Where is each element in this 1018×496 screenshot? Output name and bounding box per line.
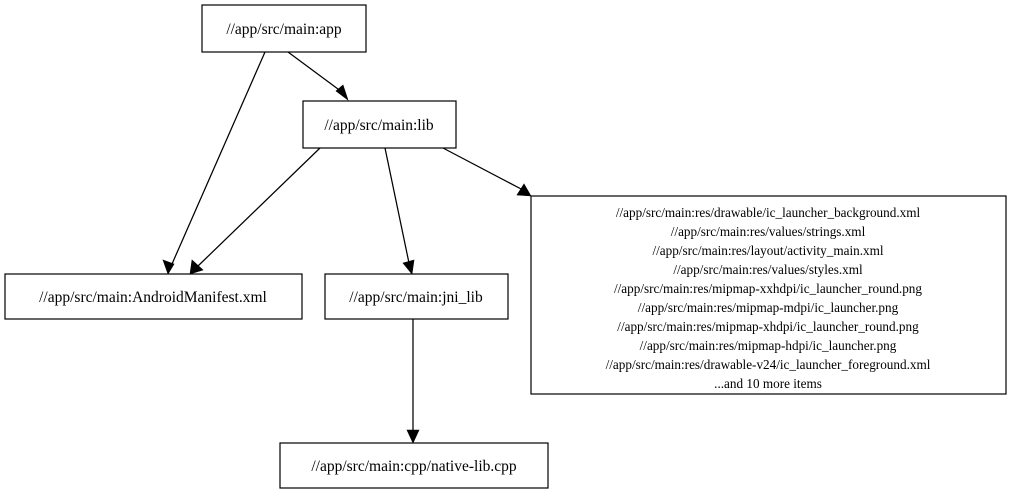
node-resources-box[interactable] xyxy=(530,195,1007,395)
edge-line xyxy=(171,51,266,265)
node-app[interactable]: //app/src/main:app xyxy=(201,4,367,53)
node-lib-label: //app/src/main:lib xyxy=(324,117,434,134)
node-lib[interactable]: //app/src/main:lib xyxy=(302,100,457,149)
node-app-box[interactable] xyxy=(201,4,367,53)
edge-lib-to-jni-lib xyxy=(384,147,415,275)
node-android-manifest[interactable]: //app/src/main:AndroidManifest.xml xyxy=(4,273,303,320)
node-native-lib-cpp-label: //app/src/main:cpp/native-lib.cpp xyxy=(311,458,517,475)
edge-line xyxy=(287,51,343,93)
node-jni-lib-label: //app/src/main:jni_lib xyxy=(349,289,483,306)
resources-line-9: //app/src/main:res/drawable-v24/ic_launc… xyxy=(606,357,931,372)
edge-lib-to-resources xyxy=(442,147,532,197)
resources-line-5: //app/src/main:res/mipmap-xxhdpi/ic_laun… xyxy=(614,281,922,296)
edge-line xyxy=(384,147,410,264)
edge-app-to-lib xyxy=(287,51,349,101)
node-native-lib-cpp-box[interactable] xyxy=(279,442,549,489)
node-resources[interactable]: //app/src/main:res/drawable/ic_launcher_… xyxy=(530,195,1007,395)
edge-line xyxy=(197,147,321,267)
edge-lib-to-manifest xyxy=(189,147,321,275)
resources-line-8: //app/src/main:res/mipmap-hdpi/ic_launch… xyxy=(640,338,897,353)
arrowhead-icon xyxy=(162,259,175,275)
edge-app-to-manifest xyxy=(162,51,266,275)
node-jni-lib[interactable]: //app/src/main:jni_lib xyxy=(324,273,509,320)
arrowhead-icon xyxy=(402,259,415,275)
resources-line-3: //app/src/main:res/layout/activity_main.… xyxy=(652,243,883,258)
resources-line-2: //app/src/main:res/values/strings.xml xyxy=(671,224,866,239)
node-android-manifest-box[interactable] xyxy=(4,273,303,320)
resources-line-7: //app/src/main:res/mipmap-xhdpi/ic_launc… xyxy=(617,319,919,334)
node-native-lib-cpp[interactable]: //app/src/main:cpp/native-lib.cpp xyxy=(279,442,549,489)
node-layer: //app/src/main:app //app/src/main:lib //… xyxy=(4,4,1007,489)
edge-jni-lib-to-native-lib xyxy=(406,319,420,444)
node-jni-lib-box[interactable] xyxy=(324,273,509,320)
edge-line xyxy=(442,147,524,191)
edge-layer xyxy=(162,51,532,444)
arrowhead-icon xyxy=(335,84,349,101)
node-android-manifest-label: //app/src/main:AndroidManifest.xml xyxy=(39,289,267,306)
arrowhead-icon xyxy=(516,183,532,197)
resources-line-10-more-items: ...and 10 more items xyxy=(714,376,822,391)
arrowhead-icon xyxy=(189,259,204,275)
arrowhead-icon xyxy=(406,429,420,444)
resources-line-1: //app/src/main:res/drawable/ic_launcher_… xyxy=(616,205,921,220)
resources-line-6: //app/src/main:res/mipmap-mdpi/ic_launch… xyxy=(638,300,899,315)
node-lib-box[interactable] xyxy=(302,100,457,149)
node-app-label: //app/src/main:app xyxy=(226,21,342,38)
resources-line-4: //app/src/main:res/values/styles.xml xyxy=(673,262,863,277)
